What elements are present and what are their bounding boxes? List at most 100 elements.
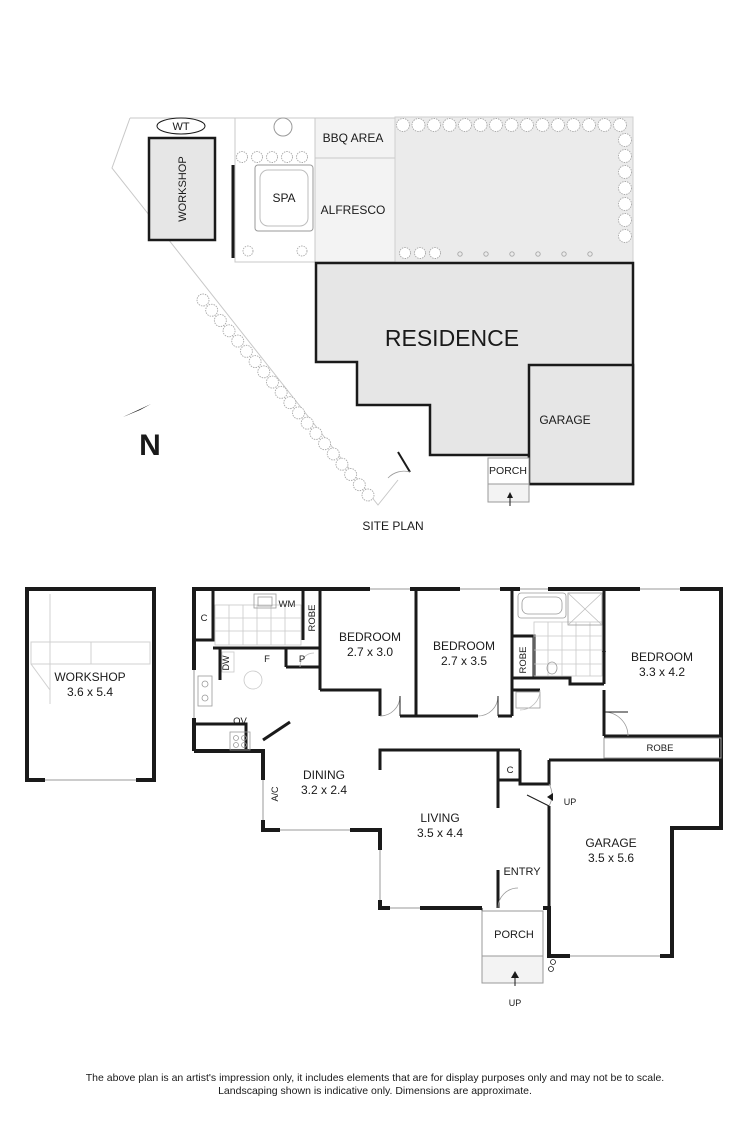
living-name: LIVING [420,811,459,825]
porch [481,910,544,957]
shrub-icon [283,396,297,410]
shrub-icon [300,416,314,430]
shrub-icon [242,245,254,257]
site-workshop [147,136,217,242]
site-up-arrow-icon [507,492,513,498]
shrub-icon [296,245,308,257]
shrub-icon [251,151,263,163]
shrub-icon [196,293,210,307]
plant-icon [483,251,489,257]
shrub-icon [309,426,323,440]
shrub-icon [266,375,279,389]
label-wm: WM [279,599,296,610]
bedroom3-size: 3.3 x 4.2 [639,665,685,679]
shrub-icon [504,118,519,132]
site-label-spa: SPA [272,191,295,205]
shrub-icon [318,437,332,451]
shrub-icon [222,324,236,338]
shrub-icon [361,488,375,502]
shrub-icon [236,151,248,163]
laundry-fixtures [214,593,302,646]
shrub-icon [257,365,271,379]
hedges [196,118,632,502]
shrub-icon [248,355,262,369]
shrub-icon [399,247,411,259]
shrub-icon [618,181,632,195]
shrub-icon [429,247,441,259]
plant-icon [561,251,567,257]
shrub-icon [618,133,632,147]
shrub-icon [535,118,550,132]
north-label: N [139,429,161,462]
shrub-icon [566,118,581,132]
shrub-icon [213,314,227,327]
site-label-wt: WT [172,121,189,133]
living-size: 3.5 x 4.4 [417,826,463,840]
label-ac: A/C [270,786,280,802]
dining-name: DINING [303,768,345,782]
floor-plan: WORKSHOP 3.6 x 5.4 BEDROOM 2.7 x 3.0 BED… [25,586,723,1008]
site-plan-title: SITE PLAN [362,519,423,533]
plant-icon [535,251,541,257]
label-up-garage: UP [564,797,577,807]
disclaimer: The above plan is an artist's impression… [0,1072,750,1098]
tree-icon [273,117,293,137]
plant-icon [509,251,515,257]
bedroom3-name: BEDROOM [631,650,693,664]
shrub-icon [411,118,426,132]
site-label-garage: GARAGE [539,413,590,427]
label-dw: DW [221,655,231,670]
plant-icon [587,251,593,257]
north-arrow-icon [123,404,151,417]
site-label-residence: RESIDENCE [385,325,519,351]
dining-size: 3.2 x 2.4 [301,783,347,797]
disclaimer-line-2: Landscaping shown is indicative only. Di… [218,1085,532,1097]
site-label-bbq: BBQ AREA [323,131,384,145]
label-up-porch: UP [509,998,522,1008]
site-garage [527,363,635,486]
site-gate-swing [387,470,411,479]
shrub-icon [281,151,293,163]
windows [191,586,680,959]
bath-arrow-icon [602,651,606,656]
shrub-icon [618,197,632,211]
garage-step-arrow-icon [547,793,553,801]
bedroom2-name: BEDROOM [433,639,495,653]
bedroom1-name: BEDROOM [339,630,401,644]
shrub-icon [618,149,632,163]
shrub-icon [266,151,278,163]
label-fridge: F [264,654,270,665]
shrub-icon [239,344,253,358]
site-spa-inner [259,169,309,227]
bedroom1-size: 2.7 x 3.0 [347,645,393,659]
lawn [394,116,634,264]
label-pantry: P [299,654,305,665]
shrub-icon [489,118,503,132]
shrub-icon [292,406,305,420]
site-label-alfresco: ALFRESCO [321,203,386,217]
shrub-icon [473,118,488,132]
doors [299,652,629,909]
label-cupboard-2: C [507,765,514,776]
shrub-icon [352,478,366,492]
shrub-icon [442,118,457,132]
porch-step [481,955,544,984]
shrub-icon [231,334,245,348]
label-entry: ENTRY [503,866,541,878]
shrub-icon [296,151,308,163]
disclaimer-line-1: The above plan is an artist's impression… [85,1072,665,1084]
label-oven: OV [233,716,247,727]
label-robe-2: ROBE [518,647,529,674]
shrub-icon [618,165,632,179]
shrub-icon [613,118,627,132]
shrub-icon [396,118,410,132]
label-porch: PORCH [494,929,534,941]
shrub-icon [274,385,288,399]
interior-walls [194,589,721,956]
shrub-icon [335,457,349,471]
site-boundary-diagonal [111,117,399,506]
bedroom2-size: 2.7 x 3.5 [441,654,487,668]
plant-icon [457,251,463,257]
shrub-icon [551,118,565,132]
site-plan: N WT WORKSHOP SPA BBQ AREA ALFRESCO RESI… [111,116,635,533]
